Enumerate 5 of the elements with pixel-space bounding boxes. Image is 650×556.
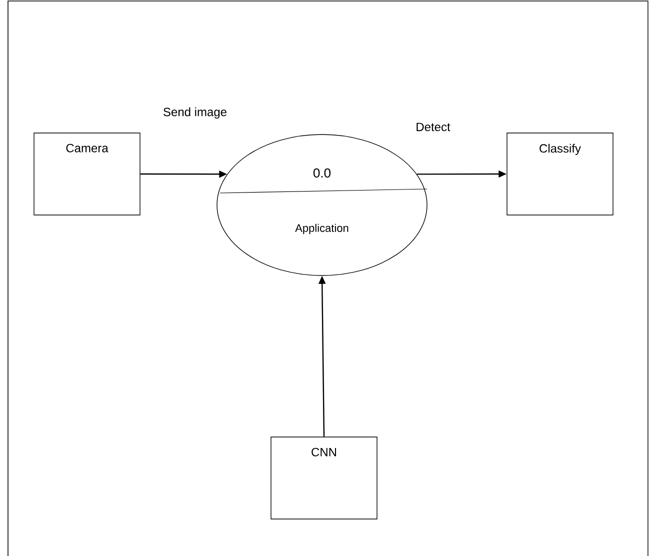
process-box: CNN bbox=[270, 436, 378, 520]
process-box: Camera bbox=[34, 132, 140, 216]
edge-label: Detect bbox=[414, 122, 452, 132]
edge-label: Send image bbox=[162, 106, 228, 120]
process-box: Classify bbox=[506, 132, 614, 216]
